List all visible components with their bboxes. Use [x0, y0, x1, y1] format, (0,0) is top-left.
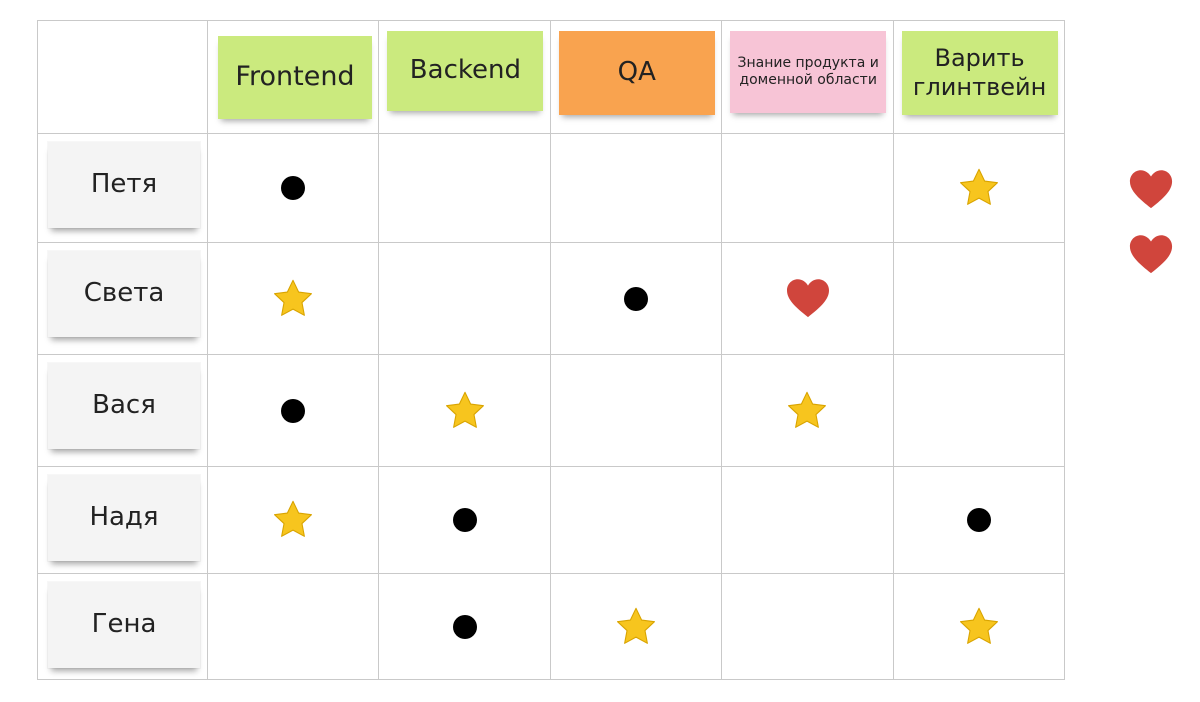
person-name: Петя	[90, 169, 158, 200]
person-note[interactable]: Надя	[48, 475, 200, 561]
name-cell: Гена	[37, 573, 208, 680]
mark-cell[interactable]	[721, 466, 894, 574]
mark-cell[interactable]	[549, 466, 723, 574]
person-name: Вася	[92, 390, 156, 421]
skill-note-frontend[interactable]: Frontend	[218, 36, 372, 119]
skill-label: Backend	[409, 55, 521, 86]
mark-cell[interactable]	[549, 242, 723, 355]
mark-cell[interactable]	[721, 133, 894, 243]
skill-note-domain-knowledge[interactable]: Знание продукта и доменной области	[730, 31, 887, 113]
person-name: Гена	[91, 609, 157, 640]
mark-cell[interactable]	[892, 133, 1065, 243]
name-cell: Света	[37, 242, 208, 355]
mark-cell[interactable]	[892, 573, 1065, 680]
mark-cell[interactable]	[378, 466, 551, 574]
header-cell-mulled-wine: Варить глинтвейн	[892, 20, 1065, 134]
person-note[interactable]: Вася	[48, 363, 200, 449]
corner-cell	[37, 20, 208, 134]
star-icon	[957, 166, 1001, 210]
mark-cell[interactable]	[721, 242, 894, 355]
header-cell-domain: Знание продукта и доменной области	[721, 20, 894, 134]
star-icon	[443, 389, 487, 433]
star-icon	[957, 605, 1001, 649]
mark-cell[interactable]	[892, 242, 1065, 355]
header-row: Frontend Backend QA Знание продукта и до…	[37, 20, 1065, 134]
name-cell: Вася	[37, 354, 208, 467]
person-row: Вася	[37, 354, 1065, 467]
dot-marker	[281, 398, 306, 423]
person-note[interactable]: Петя	[48, 142, 200, 228]
mark-cell[interactable]	[206, 242, 380, 355]
mark-cell[interactable]	[206, 466, 380, 574]
dot-marker	[623, 286, 648, 311]
person-note[interactable]: Гена	[48, 582, 200, 668]
mark-cell[interactable]	[378, 133, 551, 243]
header-cell-qa: QA	[549, 20, 723, 134]
person-note[interactable]: Света	[48, 251, 200, 337]
person-row: Света	[37, 242, 1065, 355]
header-cell-backend: Backend	[378, 20, 551, 134]
mark-cell[interactable]	[721, 354, 894, 467]
legend-heart-icon	[1128, 167, 1174, 211]
heart-icon	[785, 277, 831, 319]
mark-cell[interactable]	[549, 573, 723, 680]
person-row: Петя	[37, 133, 1065, 243]
person-row: Надя	[37, 466, 1065, 574]
skill-note-backend[interactable]: Backend	[387, 31, 544, 111]
skill-note-qa[interactable]: QA	[558, 31, 715, 115]
mark-cell[interactable]	[549, 354, 723, 467]
mark-cell[interactable]	[549, 133, 723, 243]
star-icon	[271, 498, 315, 542]
dot-marker	[452, 508, 477, 532]
person-name: Надя	[89, 502, 159, 533]
person-name: Света	[83, 278, 165, 309]
star-icon	[271, 277, 315, 321]
dot-marker	[966, 508, 991, 532]
skill-label: QA	[617, 57, 656, 88]
mark-cell[interactable]	[721, 573, 894, 680]
mark-cell[interactable]	[206, 354, 380, 467]
skill-label: Варить глинтвейн	[912, 44, 1047, 101]
person-row: Гена	[37, 573, 1065, 680]
star-icon	[614, 605, 658, 649]
mark-cell[interactable]	[378, 354, 551, 467]
name-cell: Петя	[37, 133, 208, 243]
mark-cell[interactable]	[892, 466, 1065, 574]
mark-cell[interactable]	[378, 573, 551, 680]
mark-cell[interactable]	[892, 354, 1065, 467]
skills-matrix: Frontend Backend QA Знание продукта и до…	[37, 20, 1065, 680]
mark-cell[interactable]	[206, 573, 380, 680]
legend-heart-icon	[1128, 232, 1174, 276]
skill-label: Знание продукта и доменной области	[737, 55, 879, 88]
dot-marker	[281, 176, 306, 200]
name-cell: Надя	[37, 466, 208, 574]
mark-cell[interactable]	[206, 133, 380, 243]
header-cell-frontend: Frontend	[206, 20, 380, 134]
skill-note-mulled-wine[interactable]: Варить глинтвейн	[901, 31, 1058, 115]
mark-cell[interactable]	[378, 242, 551, 355]
dot-marker	[452, 614, 477, 639]
skill-label: Frontend	[235, 61, 355, 93]
star-icon	[785, 389, 829, 433]
